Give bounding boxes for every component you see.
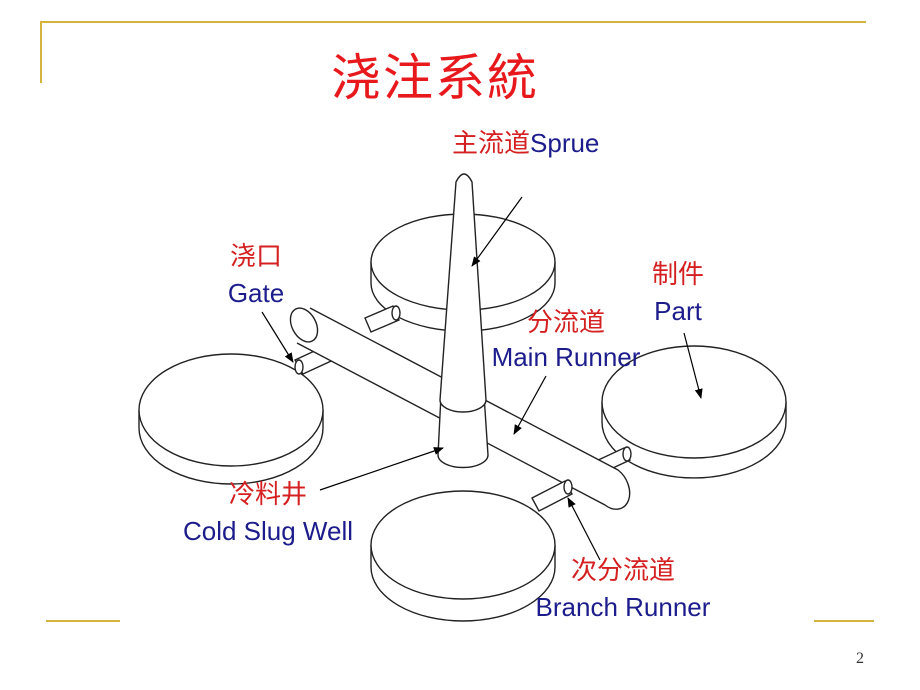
gate-label-cn: 浇口 [229,242,282,272]
branch-runner-top-left [364,305,401,333]
part-label-cn: 制件 [651,260,704,290]
branch-runner-bottom [531,479,573,512]
branch-runner-leader [567,497,601,561]
gate-leader [261,311,294,363]
sprue-leader [471,196,523,267]
main-runner-leader [513,375,547,435]
part-label: 制件 Part [638,260,718,326]
branch-runner-label-cn: 次分流道 [570,556,675,586]
part-label-en: Part [654,296,702,326]
part-leader [683,332,703,399]
gate-label-en: Gate [227,278,285,308]
bottom-right-rule [814,620,874,622]
sprue-cone [439,173,487,413]
part-left [138,353,324,485]
cold-slug-well [437,394,489,469]
branch-runner-label: 次分流道 Branch Runner [520,556,726,622]
branch-runner-label-en: Branch Runner [535,592,711,622]
bottom-left-rule [46,620,120,622]
left-rule [40,21,42,83]
sprue-label-cn: 主流道 [452,129,531,159]
top-rule [40,21,866,23]
gate-label: 浇口 Gate [216,242,296,308]
page-number: 2 [856,650,864,667]
part-bottom [370,490,556,622]
part-right [601,345,787,479]
cold-slug-label: 冷料井 Cold Slug Well [168,480,368,546]
sprue-label-en: Sprue [530,128,600,158]
cold-slug-label-en: Cold Slug Well [182,516,354,546]
cold-slug-label-cn: 冷料井 [228,480,307,510]
cold-slug-leader [319,447,444,491]
main-runner-label-cn: 分流道 [526,308,605,338]
main-runner-label: 分流道 Main Runner [478,308,654,372]
slide-title: 浇注系統 [331,49,539,107]
main-runner-label-en: Main Runner [491,342,641,372]
sprue-label: 主流道Sprue [452,128,599,159]
